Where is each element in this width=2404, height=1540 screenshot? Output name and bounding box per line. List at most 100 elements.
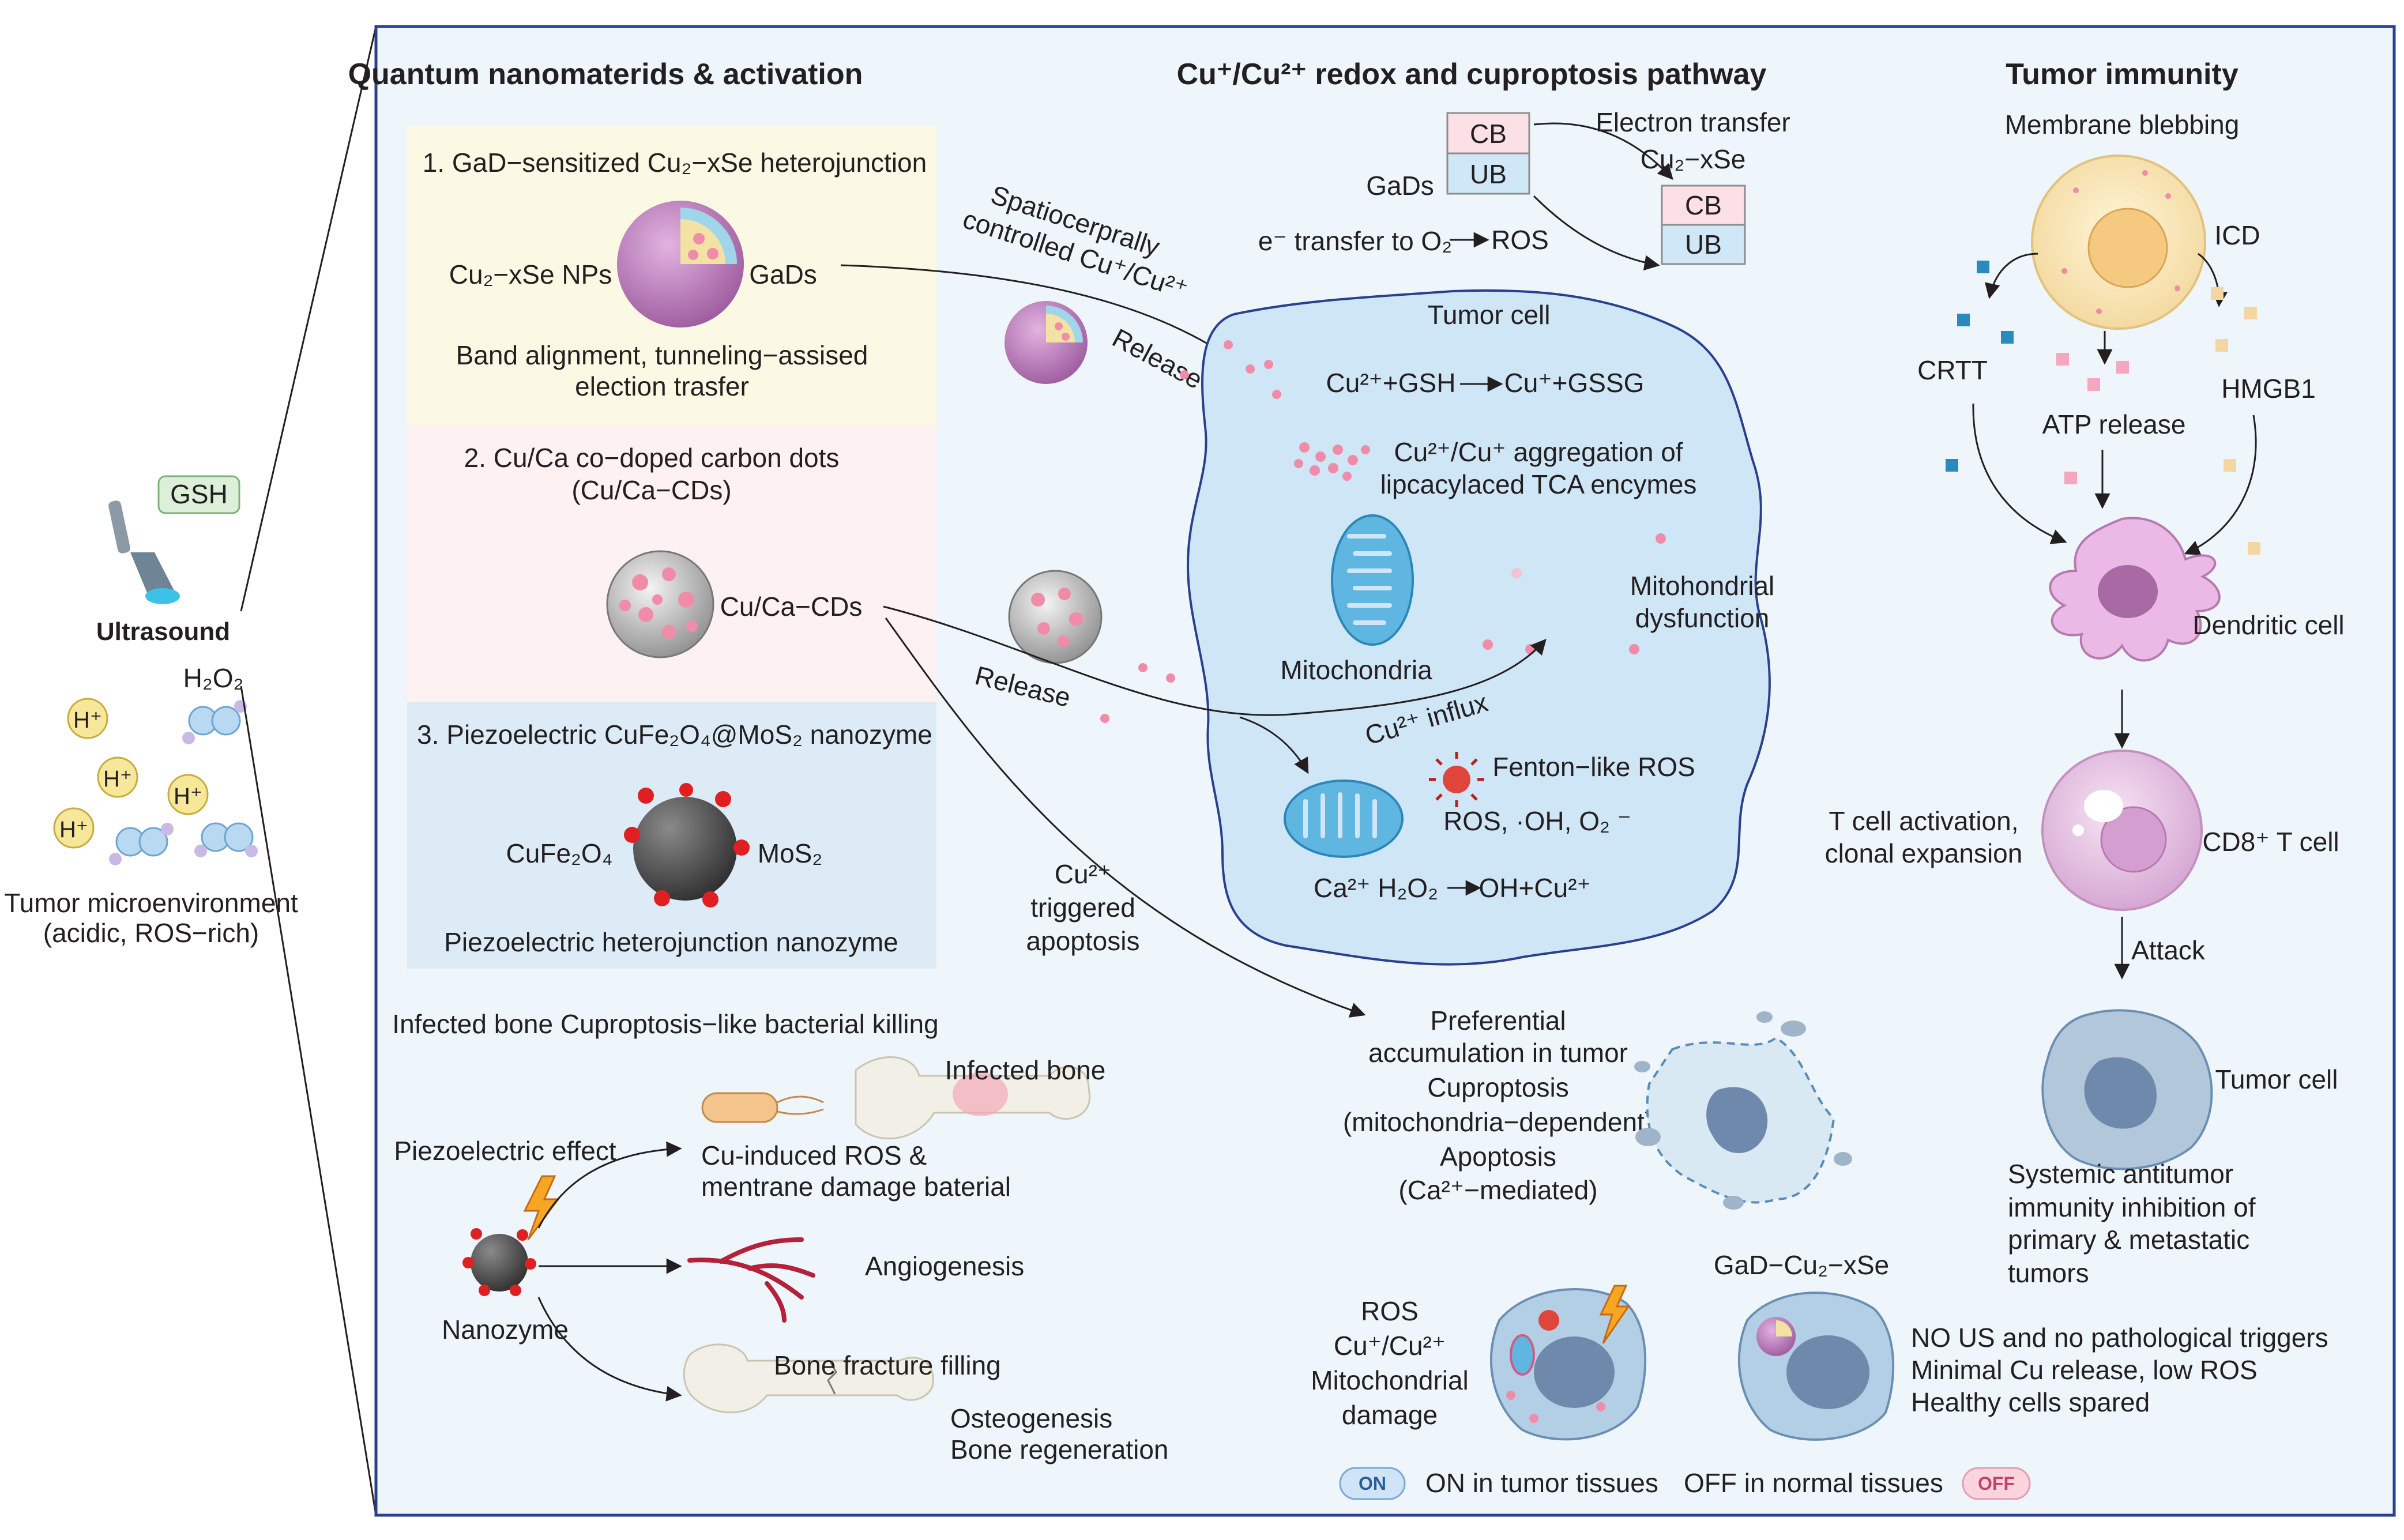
rxn1-right: Cu⁺+GSSG xyxy=(1504,368,1645,398)
carbon-dot-icon xyxy=(606,550,714,658)
mitochondria-icon-2 xyxy=(1284,780,1404,858)
proton-bubble: H⁺ xyxy=(53,807,95,849)
dendritic-cell-icon xyxy=(2049,517,2221,662)
infected-bone-icon xyxy=(855,1056,1091,1140)
fracture-label: Bone fracture filling xyxy=(774,1350,1001,1380)
pref-line6: (Ca²⁺−mediated) xyxy=(1398,1175,1597,1205)
ultrasound-probe-icon xyxy=(108,500,180,604)
dysfunction-line2: dysfunction xyxy=(1635,603,1770,633)
fenton-label: Fenton−like ROS xyxy=(1492,752,1695,782)
crtt-label: CRTT xyxy=(1917,355,1988,385)
gads-band-diagram: CB UB xyxy=(1446,112,1530,195)
angiogenesis-label: Angiogenesis xyxy=(865,1251,1024,1281)
cu-trig-line2: triggered xyxy=(1030,893,1135,923)
infected-bone-label: Infected bone xyxy=(945,1055,1106,1085)
on-badge xyxy=(1339,1467,1406,1500)
piezo-label: Piezoelectric effect xyxy=(394,1136,616,1166)
box1-right-label: GaDs xyxy=(749,259,817,289)
ros-virus-icon xyxy=(1429,752,1484,807)
gsh-badge xyxy=(157,475,240,514)
gads-label: GaDs xyxy=(1366,171,1434,201)
box3-right-label: MoS₂ xyxy=(758,838,822,868)
tcell-line1: T cell activation, xyxy=(1829,806,2019,836)
ros-list: ROS, ·OH, O₂ ⁻ xyxy=(1443,806,1631,836)
svg-text:H⁺: H⁺ xyxy=(59,817,88,842)
zoom-line-bottom xyxy=(240,686,377,1516)
on-cu: Cu⁺/Cu²⁺ xyxy=(1334,1331,1446,1361)
osteo-line2: Bone regeneration xyxy=(950,1434,1169,1464)
box2-label: Cu/Ca−CDs xyxy=(720,592,863,622)
nanozyme-particle-icon xyxy=(624,783,750,908)
right-title: Tumor immunity xyxy=(2006,58,2239,91)
normal-cell-icon xyxy=(1737,1292,1895,1441)
on-ros: ROS xyxy=(1361,1296,1419,1326)
off-line1: NO US and no pathological triggers xyxy=(1911,1323,2328,1353)
bone-fracture-icon xyxy=(683,1343,934,1414)
tumor-cell-right-label: Tumor cell xyxy=(2215,1064,2338,1094)
box3-caption: Piezoelectric heterojunction nanozyme xyxy=(444,927,898,957)
section1-title: Quantum nanomaterids & activation xyxy=(348,58,863,91)
electron-transfer-label: Electron transfer xyxy=(1596,107,1790,137)
sys-line2: immunity inhibition of xyxy=(2008,1192,2256,1222)
ros-label: ROS xyxy=(1491,225,1549,255)
hmgb1-label: HMGB1 xyxy=(2221,374,2316,404)
h2o2-molecule-icon xyxy=(194,822,258,857)
blood-vessel-icon xyxy=(687,1237,815,1323)
svg-text:UB: UB xyxy=(1685,229,1722,259)
ros-damage-line2: mentrane damage baterial xyxy=(701,1172,1011,1202)
dying-tumor-cell-icon xyxy=(1634,1011,1852,1210)
svg-text:UB: UB xyxy=(1470,159,1507,189)
pref-line1: Preferential xyxy=(1430,1006,1566,1036)
rxn1-left: Cu²⁺+GSH xyxy=(1326,368,1456,398)
ultrasound-label: Ultrasound xyxy=(96,617,230,646)
tumor-cell-label: Tumor cell xyxy=(1428,300,1551,330)
tme-label-line1: Tumor microenvironment xyxy=(4,888,298,918)
gad-cu2xse-particle-icon xyxy=(617,201,744,327)
cd8-label: CD8⁺ T cell xyxy=(2202,827,2339,857)
dendritic-label: Dendritic cell xyxy=(2192,610,2344,640)
atp-molecules xyxy=(2056,353,2129,484)
nanozyme-small-icon xyxy=(462,1228,536,1296)
box1-desc-line1: Band alignment, tunneling−assised xyxy=(456,340,868,370)
off-badge-label: OFF xyxy=(1978,1473,2015,1494)
proton-bubble: H⁺ xyxy=(97,756,138,798)
sys-line1: Systemic antitumor xyxy=(2008,1159,2233,1189)
e-transfer-label: e⁻ transfer to O₂ xyxy=(1258,226,1452,256)
pref-line3: Cuproptosis xyxy=(1427,1072,1568,1102)
on-mito-line2: damage xyxy=(1342,1400,1438,1430)
crt-molecules xyxy=(1946,261,2014,472)
blebbing-label: Membrane blebbing xyxy=(2005,110,2240,140)
tcell-line2: clonal expansion xyxy=(1825,838,2023,868)
off-line3: Healthy cells spared xyxy=(1911,1387,2150,1417)
osteo-line1: Osteogenesis xyxy=(950,1403,1112,1433)
carbon-dot-small-icon xyxy=(1008,570,1103,664)
agg-line2: lipcacylaced TCA encymes xyxy=(1380,469,1697,499)
activated-tumor-cell-icon xyxy=(1489,1285,1647,1441)
box2-title-line2: (Cu/Ca−CDs) xyxy=(571,475,731,505)
off-line2: Minimal Cu release, low ROS xyxy=(1911,1355,2258,1385)
tme-label-line2: (acidic, ROS−rich) xyxy=(43,918,259,948)
svg-text:H⁺: H⁺ xyxy=(103,766,132,792)
sys-line4: tumors xyxy=(2008,1258,2089,1288)
atp-label: ATP release xyxy=(2042,409,2186,439)
h2o2-label: H₂O₂ xyxy=(183,663,244,693)
dysfunction-line1: Mitohondrial xyxy=(1630,571,1775,601)
mitochondria-label: Mitochondria xyxy=(1280,655,1432,685)
mitochondria-icon xyxy=(1331,514,1414,646)
dying-cell-icon xyxy=(2031,155,2206,330)
pref-line2: accumulation in tumor xyxy=(1368,1038,1628,1068)
nanozyme-label: Nanozyme xyxy=(442,1315,569,1345)
box2-title-line1: 2. Cu/Ca co−doped carbon dots xyxy=(464,443,840,473)
ca-rxn-right: ·OH+Cu²⁺ xyxy=(1470,873,1591,903)
h2o2-molecule-icon xyxy=(182,700,247,744)
proton-bubble: H⁺ xyxy=(67,698,108,739)
icd-label: ICD xyxy=(2214,220,2260,250)
target-tumor-cell-icon xyxy=(2041,1009,2213,1170)
svg-text:CB: CB xyxy=(1470,119,1507,149)
box1-title: 1. GaD−sensitized Cu₂−xSe heterojunction xyxy=(423,148,927,178)
attack-label: Attack xyxy=(2131,935,2206,965)
gad-cu-label: GaD−Cu₂−xSe xyxy=(1714,1250,1889,1280)
hmgb1-molecules xyxy=(2211,287,2260,555)
ros-damage-line1: Cu-induced ROS & xyxy=(701,1140,927,1170)
gad-cu2xse-particle-small-icon xyxy=(1005,301,1088,384)
